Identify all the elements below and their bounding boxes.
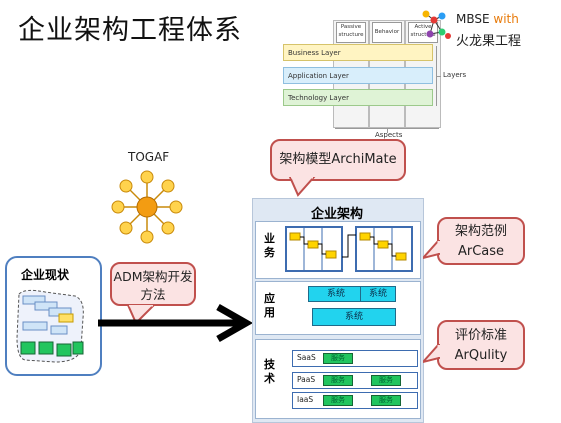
togaf-label: TOGAF [128,150,170,164]
tech-row-name: PaaS [297,375,316,384]
arcase-subtitle: ArCase [457,244,505,259]
current-state-sketch [16,289,84,363]
business-section: 业务 [255,221,421,279]
page-title: 企业架构工程体系 [18,15,242,46]
arcase-title: 架构范例 [454,224,507,239]
adm-callout-text: ADM架构开发方法 [113,269,193,302]
tech-row-name: IaaS [297,395,314,404]
technology-section: 技术 SaaS 服务 PaaS 服务 服务 IaaS 服务 服务 [255,339,421,419]
enterprise-architecture-panel: 企业架构 业务 [252,198,424,423]
arcase-callout-pointer [423,240,441,260]
service-box: 服务 [323,375,353,386]
business-process-diagram [285,226,413,272]
system-box: 系统 [312,308,396,326]
tech-row-iaas: IaaS 服务 服务 [292,392,418,409]
arcase-callout: 架构范例 ArCase [437,217,525,265]
arqulity-subtitle: ArQulity [454,348,508,363]
archimate-callout-text: 架构模型ArchiMate [279,152,397,167]
mbse-label: MBSE [456,12,490,26]
system-box: 系统 [360,286,396,302]
togaf-adm-cycle-icon [111,170,183,244]
system-box: 系统 [308,286,364,302]
mbse-with: with [493,12,519,26]
mbse-subtitle: 火龙果工程 [456,34,522,49]
current-state-panel: 企业现状 [5,256,102,376]
adm-callout: ADM架构开发方法 [110,262,196,306]
mbse-node-icon [422,10,451,39]
application-section: 应用 系统 系统 系统 [255,281,421,335]
application-label: 应用 [264,292,275,319]
mbse-logo: MBSE with 火龙果工程 [420,10,560,50]
arqulity-callout: 评价标准 ArQulity [437,320,525,370]
service-box: 服务 [371,395,401,406]
arqulity-callout-pointer [423,344,441,364]
service-box: 服务 [323,395,353,406]
service-box: 服务 [371,375,401,386]
layers-label: Layers [443,71,467,79]
technology-layer: Technology Layer [283,89,433,106]
archimate-callout: 架构模型ArchiMate [270,139,406,181]
adm-callout-pointer [126,305,156,325]
application-layer: Application Layer [283,67,433,84]
current-state-title: 企业现状 [21,268,70,282]
tech-row-saas: SaaS 服务 [292,350,418,367]
aspect-passive-structure: Passive structure [336,22,366,43]
tech-row-paas: PaaS 服务 服务 [292,372,418,389]
aspect-behavior: Behavior [372,22,402,43]
archimate-framework-diagram: Passive structure Behavior Active struct… [283,16,466,140]
business-layer: Business Layer [283,44,433,61]
mbse-title: MBSE with [456,12,519,26]
archimate-callout-pointer [288,177,316,197]
tech-row-name: SaaS [297,353,316,362]
aspect-active-structure: Active structure [408,22,438,43]
arqulity-title: 评价标准 [454,328,507,343]
business-label: 业务 [264,232,275,259]
transform-arrow [98,303,254,343]
service-box: 服务 [323,353,353,364]
enterprise-architecture-title: 企业架构 [311,207,364,222]
technology-label: 技术 [264,358,275,385]
aspects-label: Aspects [375,131,403,139]
